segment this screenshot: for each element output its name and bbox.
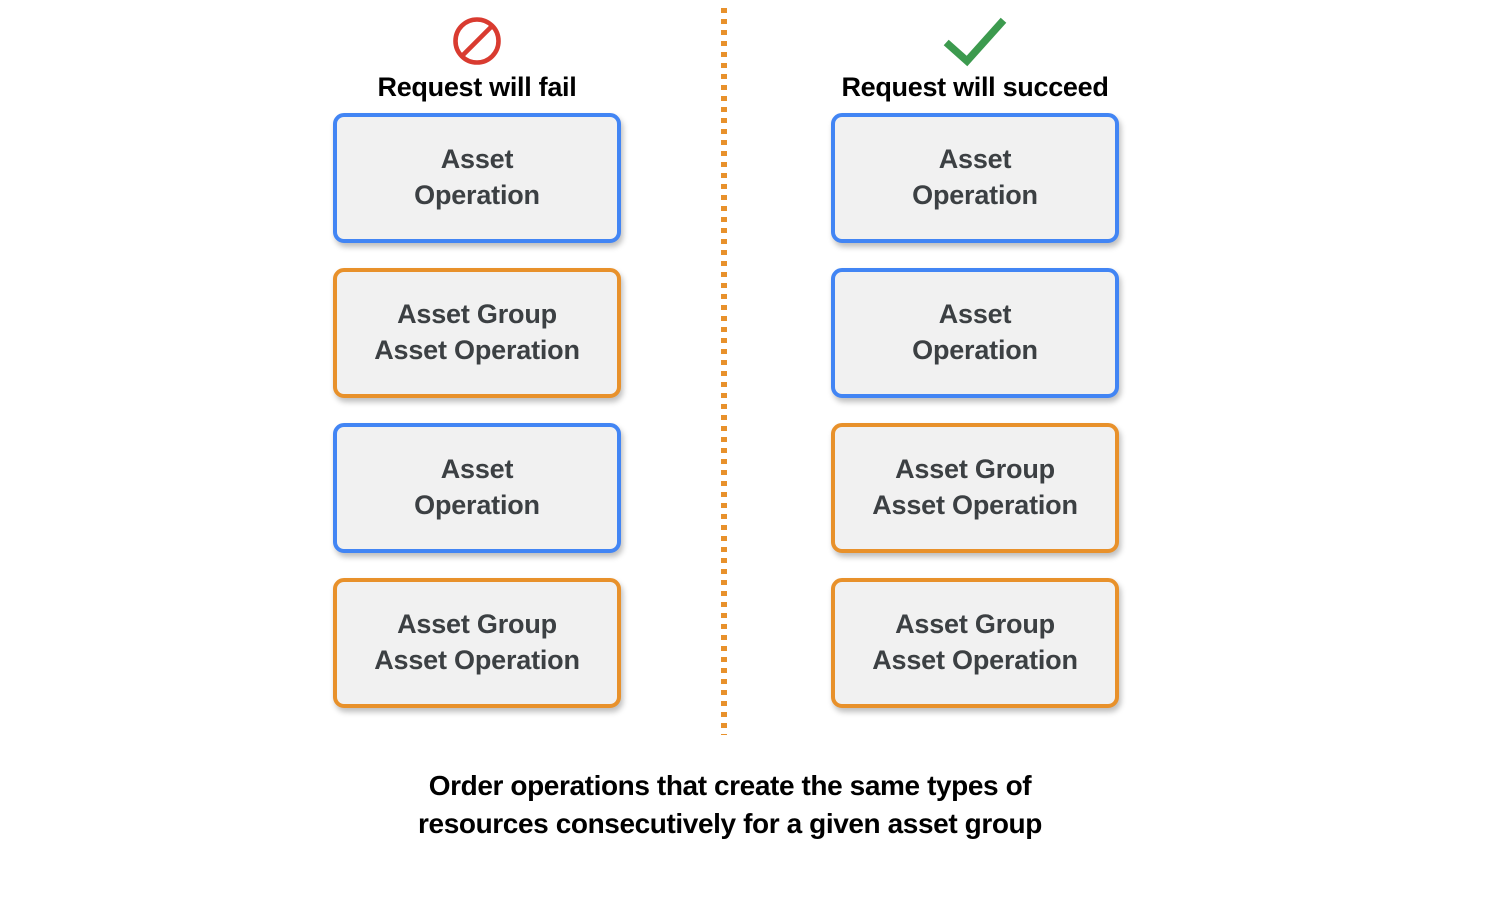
column-header-fail: Request will fail <box>247 14 707 103</box>
card-asset-group-asset-operation[interactable]: Asset Group Asset Operation <box>831 578 1119 708</box>
card-label: Asset Group Asset Operation <box>872 609 1078 675</box>
card-label: Asset Operation <box>912 299 1038 365</box>
card-label: Asset Operation <box>912 144 1038 210</box>
card-asset-operation[interactable]: Asset Operation <box>831 113 1119 243</box>
prohibition-icon <box>247 14 707 68</box>
column-header-succeed: Request will succeed <box>745 14 1205 103</box>
card-asset-group-asset-operation[interactable]: Asset Group Asset Operation <box>333 578 621 708</box>
card-stack-fail: Asset Operation Asset Group Asset Operat… <box>333 113 621 708</box>
card-label: Asset Group Asset Operation <box>374 609 580 675</box>
card-asset-group-asset-operation[interactable]: Asset Group Asset Operation <box>831 423 1119 553</box>
card-label: Asset Group Asset Operation <box>374 299 580 365</box>
card-label: Asset Group Asset Operation <box>872 454 1078 520</box>
column-title-fail: Request will fail <box>377 72 577 102</box>
checkmark-icon <box>745 14 1205 68</box>
card-label: Asset Operation <box>414 144 540 210</box>
diagram-caption: Order operations that create the same ty… <box>418 770 1042 840</box>
card-stack-succeed: Asset Operation Asset Operation Asset Gr… <box>831 113 1119 708</box>
card-label: Asset Operation <box>414 454 540 520</box>
vertical-dotted-divider <box>721 8 727 735</box>
column-title-succeed: Request will succeed <box>841 72 1109 102</box>
card-asset-operation[interactable]: Asset Operation <box>333 113 621 243</box>
card-asset-group-asset-operation[interactable]: Asset Group Asset Operation <box>333 268 621 398</box>
card-asset-operation[interactable]: Asset Operation <box>333 423 621 553</box>
card-asset-operation[interactable]: Asset Operation <box>831 268 1119 398</box>
